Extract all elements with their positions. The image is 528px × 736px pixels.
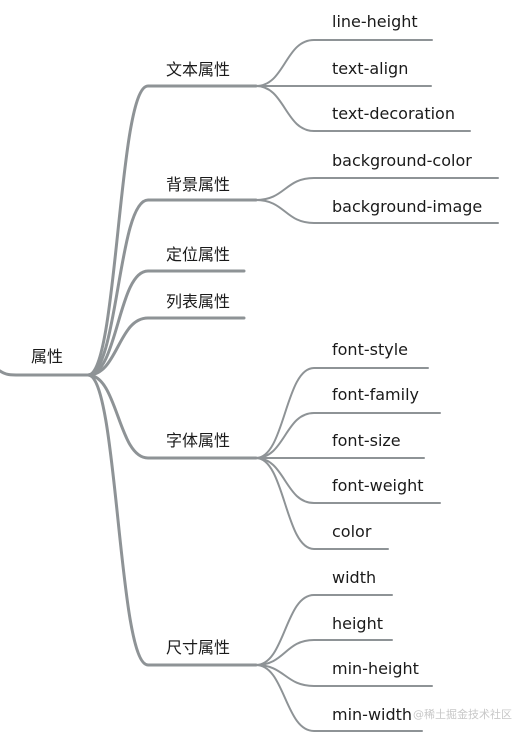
leaf-min-width: min-width: [332, 705, 413, 724]
leaf-connector-5-3: [255, 664, 423, 732]
leaf-connector-5-0: [255, 594, 393, 666]
leaf-connector-4-3: [255, 457, 441, 504]
leaf-connector-4-0: [255, 367, 429, 459]
branch-list-properties: 列表属性: [166, 292, 231, 311]
branch-connector-4: [86, 373, 258, 460]
root-node: 属性: [31, 347, 64, 366]
leaf-text-decoration: text-decoration: [332, 104, 455, 123]
branch-connector-0: [86, 84, 258, 377]
branch-background-properties: 背景属性: [166, 175, 231, 194]
root-underline: [0, 369, 90, 377]
leaf-background-image: background-image: [332, 197, 483, 216]
leaf-font-family: font-family: [332, 385, 419, 404]
leaf-connector-4-4: [255, 457, 389, 550]
leaf-connector-0-0: [255, 39, 433, 87]
leaf-color: color: [332, 522, 372, 541]
branch-text-properties: 文本属性: [166, 60, 231, 79]
leaf-min-height: min-height: [332, 659, 419, 678]
connector-lines: [0, 39, 499, 732]
leaf-connector-4-1: [255, 412, 441, 459]
leaf-font-size: font-size: [332, 431, 401, 450]
branch-connector-3: [86, 316, 246, 377]
leaf-height: height: [332, 614, 383, 633]
leaf-connector-5-2: [255, 664, 433, 687]
leaf-connector-5-1: [255, 639, 393, 666]
leaf-background-color: background-color: [332, 151, 472, 170]
branch-connector-5: [86, 373, 258, 667]
leaf-connector-1-1: [255, 199, 499, 224]
branch-position-properties: 定位属性: [166, 245, 231, 264]
branch-font-properties: 字体属性: [166, 431, 231, 450]
leaf-font-weight: font-weight: [332, 476, 424, 495]
branch-connector-2: [86, 269, 246, 377]
leaf-connector-1-0: [255, 177, 499, 201]
branch-size-properties: 尺寸属性: [166, 638, 231, 657]
leaf-width: width: [332, 568, 377, 587]
leaf-font-style: font-style: [332, 340, 408, 359]
watermark: @稀土掘金技术社区: [413, 708, 512, 721]
branch-connector-1: [86, 198, 258, 377]
leaf-line-height: line-height: [332, 12, 418, 31]
leaf-text-align: text-align: [332, 59, 409, 78]
leaf-connector-0-2: [255, 85, 471, 132]
